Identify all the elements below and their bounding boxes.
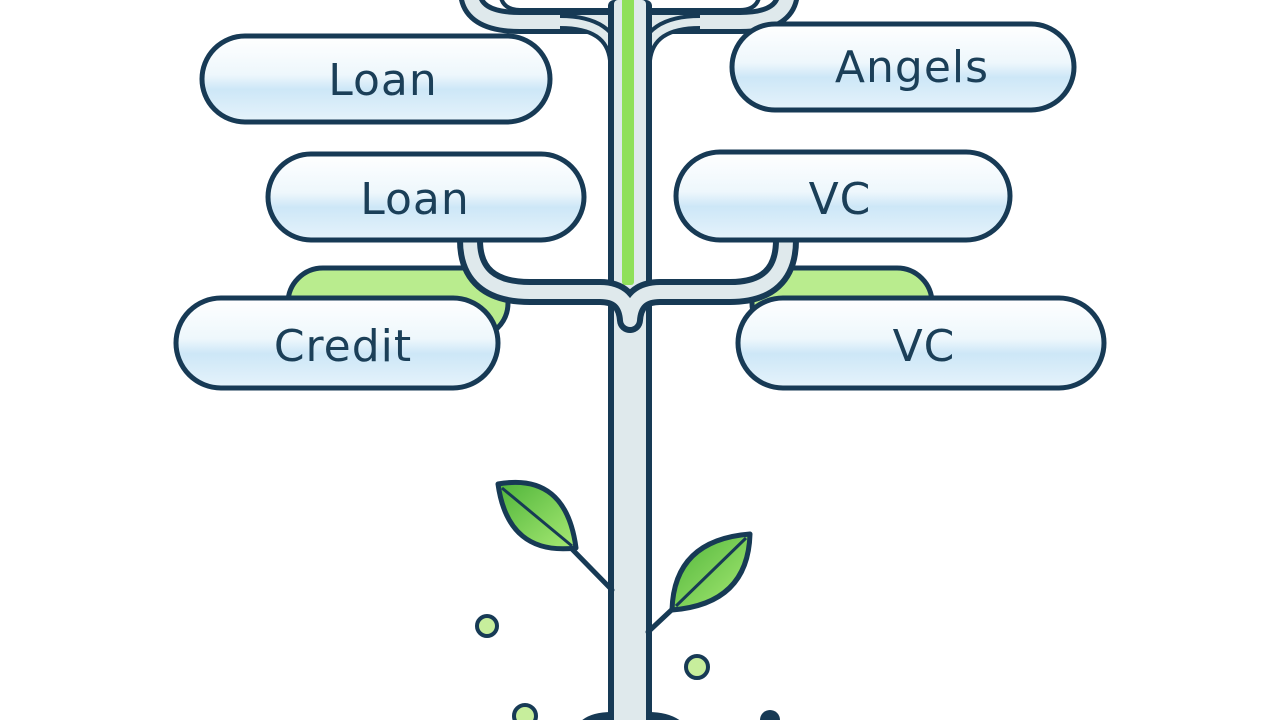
soil-mound [648, 712, 680, 720]
soil-dot [684, 654, 710, 680]
right-leaf-icon [645, 531, 753, 635]
soil-dot [512, 703, 538, 720]
soil-mound [582, 712, 612, 720]
soil-dot [475, 614, 499, 638]
right-node-2: VC [673, 149, 1013, 243]
lower-branch-connector [457, 239, 799, 333]
soil-dot [760, 710, 780, 720]
left-leaf-icon [495, 479, 615, 593]
soil-dots [475, 614, 780, 720]
left-node-3-label: Credit [274, 321, 412, 372]
right-node-1-label: Angels [835, 42, 989, 93]
right-node-3-label: VC [893, 321, 956, 372]
right-node-3: VC [735, 295, 1107, 391]
left-node-3: Credit [173, 295, 501, 391]
main-stem [608, 0, 652, 720]
left-node-2-label: Loan [360, 174, 470, 225]
left-node-2: Loan [265, 151, 587, 243]
right-node-2-label: VC [809, 174, 872, 225]
left-node-1: Loan [199, 33, 553, 125]
right-node-1: Angels [729, 21, 1077, 113]
left-node-1-label: Loan [328, 55, 438, 106]
